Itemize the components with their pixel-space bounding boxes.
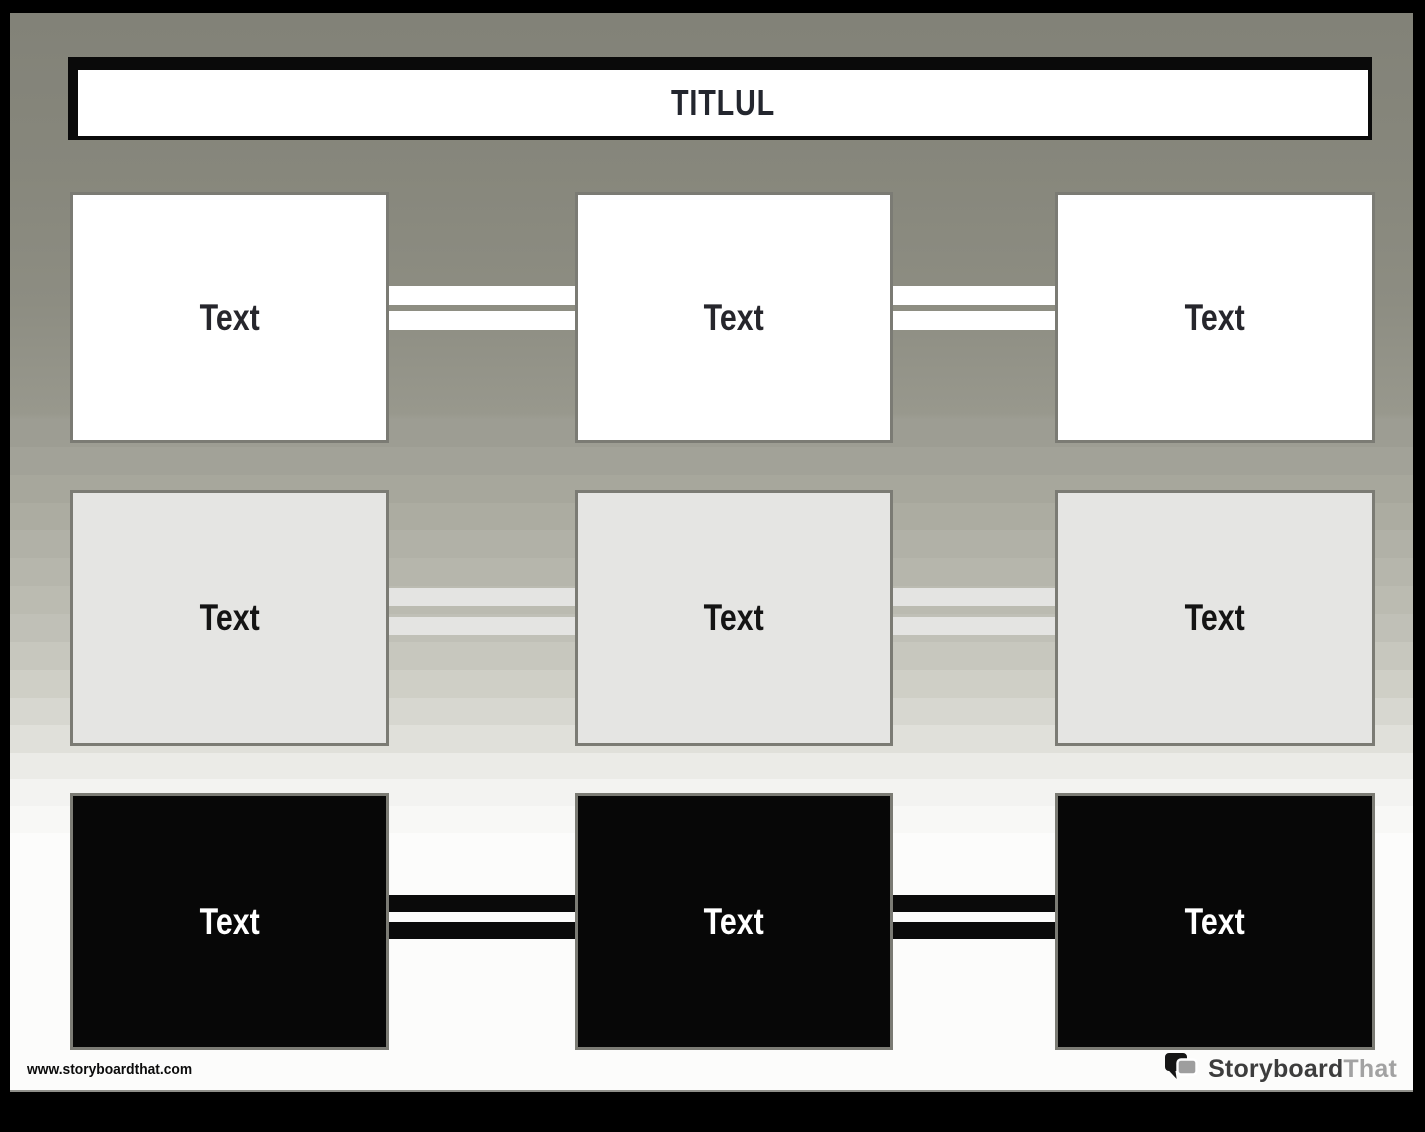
- watermark-url: www.storyboardthat.com: [27, 1061, 193, 1078]
- text-cell-row1-col2[interactable]: Text: [575, 192, 893, 443]
- cell-text: Text: [703, 900, 765, 942]
- title-text: TITLUL: [671, 82, 775, 123]
- title-cell[interactable]: TITLUL: [68, 57, 1372, 140]
- connector-bar: [893, 588, 1055, 606]
- speech-bubbles-icon: [1165, 1053, 1198, 1079]
- storyboardthat-logo: StoryboardThat: [1164, 1053, 1397, 1086]
- connector-bar: [893, 286, 1055, 305]
- text-cell-row3-col2[interactable]: Text: [575, 793, 893, 1050]
- cell-text: Text: [1184, 296, 1246, 338]
- cell-text: Text: [703, 296, 765, 338]
- connector-bar: [389, 588, 575, 606]
- connector-bar: [893, 922, 1055, 939]
- connector-row2-right: [893, 588, 1055, 635]
- logo-text-that: That: [1343, 1055, 1397, 1083]
- logo-text-storyboard: Storyboard: [1208, 1055, 1344, 1083]
- connector-bar: [389, 286, 575, 305]
- connector-row3-left: [389, 895, 575, 939]
- text-cell-row3-col1[interactable]: Text: [70, 793, 389, 1050]
- connector-row1-left: [389, 286, 575, 330]
- cell-text: Text: [199, 597, 260, 638]
- text-cell-row2-col1[interactable]: Text: [70, 490, 389, 746]
- logo-text: StoryboardThat: [1208, 1055, 1397, 1084]
- text-cell-row1-col3[interactable]: Text: [1055, 192, 1375, 443]
- connector-bar: [893, 311, 1055, 330]
- connector-bar: [389, 617, 575, 635]
- page-background: TITLUL Text Text Text Text Text: [10, 13, 1413, 1092]
- connector-bar: [893, 895, 1055, 912]
- connector-row3-right: [893, 895, 1055, 939]
- connector-bar: [389, 922, 575, 939]
- cell-text: Text: [1184, 900, 1246, 942]
- connector-bar: [893, 617, 1055, 635]
- text-cell-row2-col2[interactable]: Text: [575, 490, 893, 746]
- text-cell-row1-col1[interactable]: Text: [70, 192, 389, 443]
- cell-text: Text: [199, 900, 260, 942]
- connector-row2-left: [389, 588, 575, 635]
- connector-bar: [389, 311, 575, 330]
- text-cell-row2-col3[interactable]: Text: [1055, 490, 1375, 746]
- cell-text: Text: [199, 296, 260, 338]
- cell-text: Text: [703, 597, 765, 638]
- connector-bar: [389, 895, 575, 912]
- text-cell-row3-col3[interactable]: Text: [1055, 793, 1375, 1050]
- connector-row1-right: [893, 286, 1055, 330]
- cell-text: Text: [1184, 597, 1246, 638]
